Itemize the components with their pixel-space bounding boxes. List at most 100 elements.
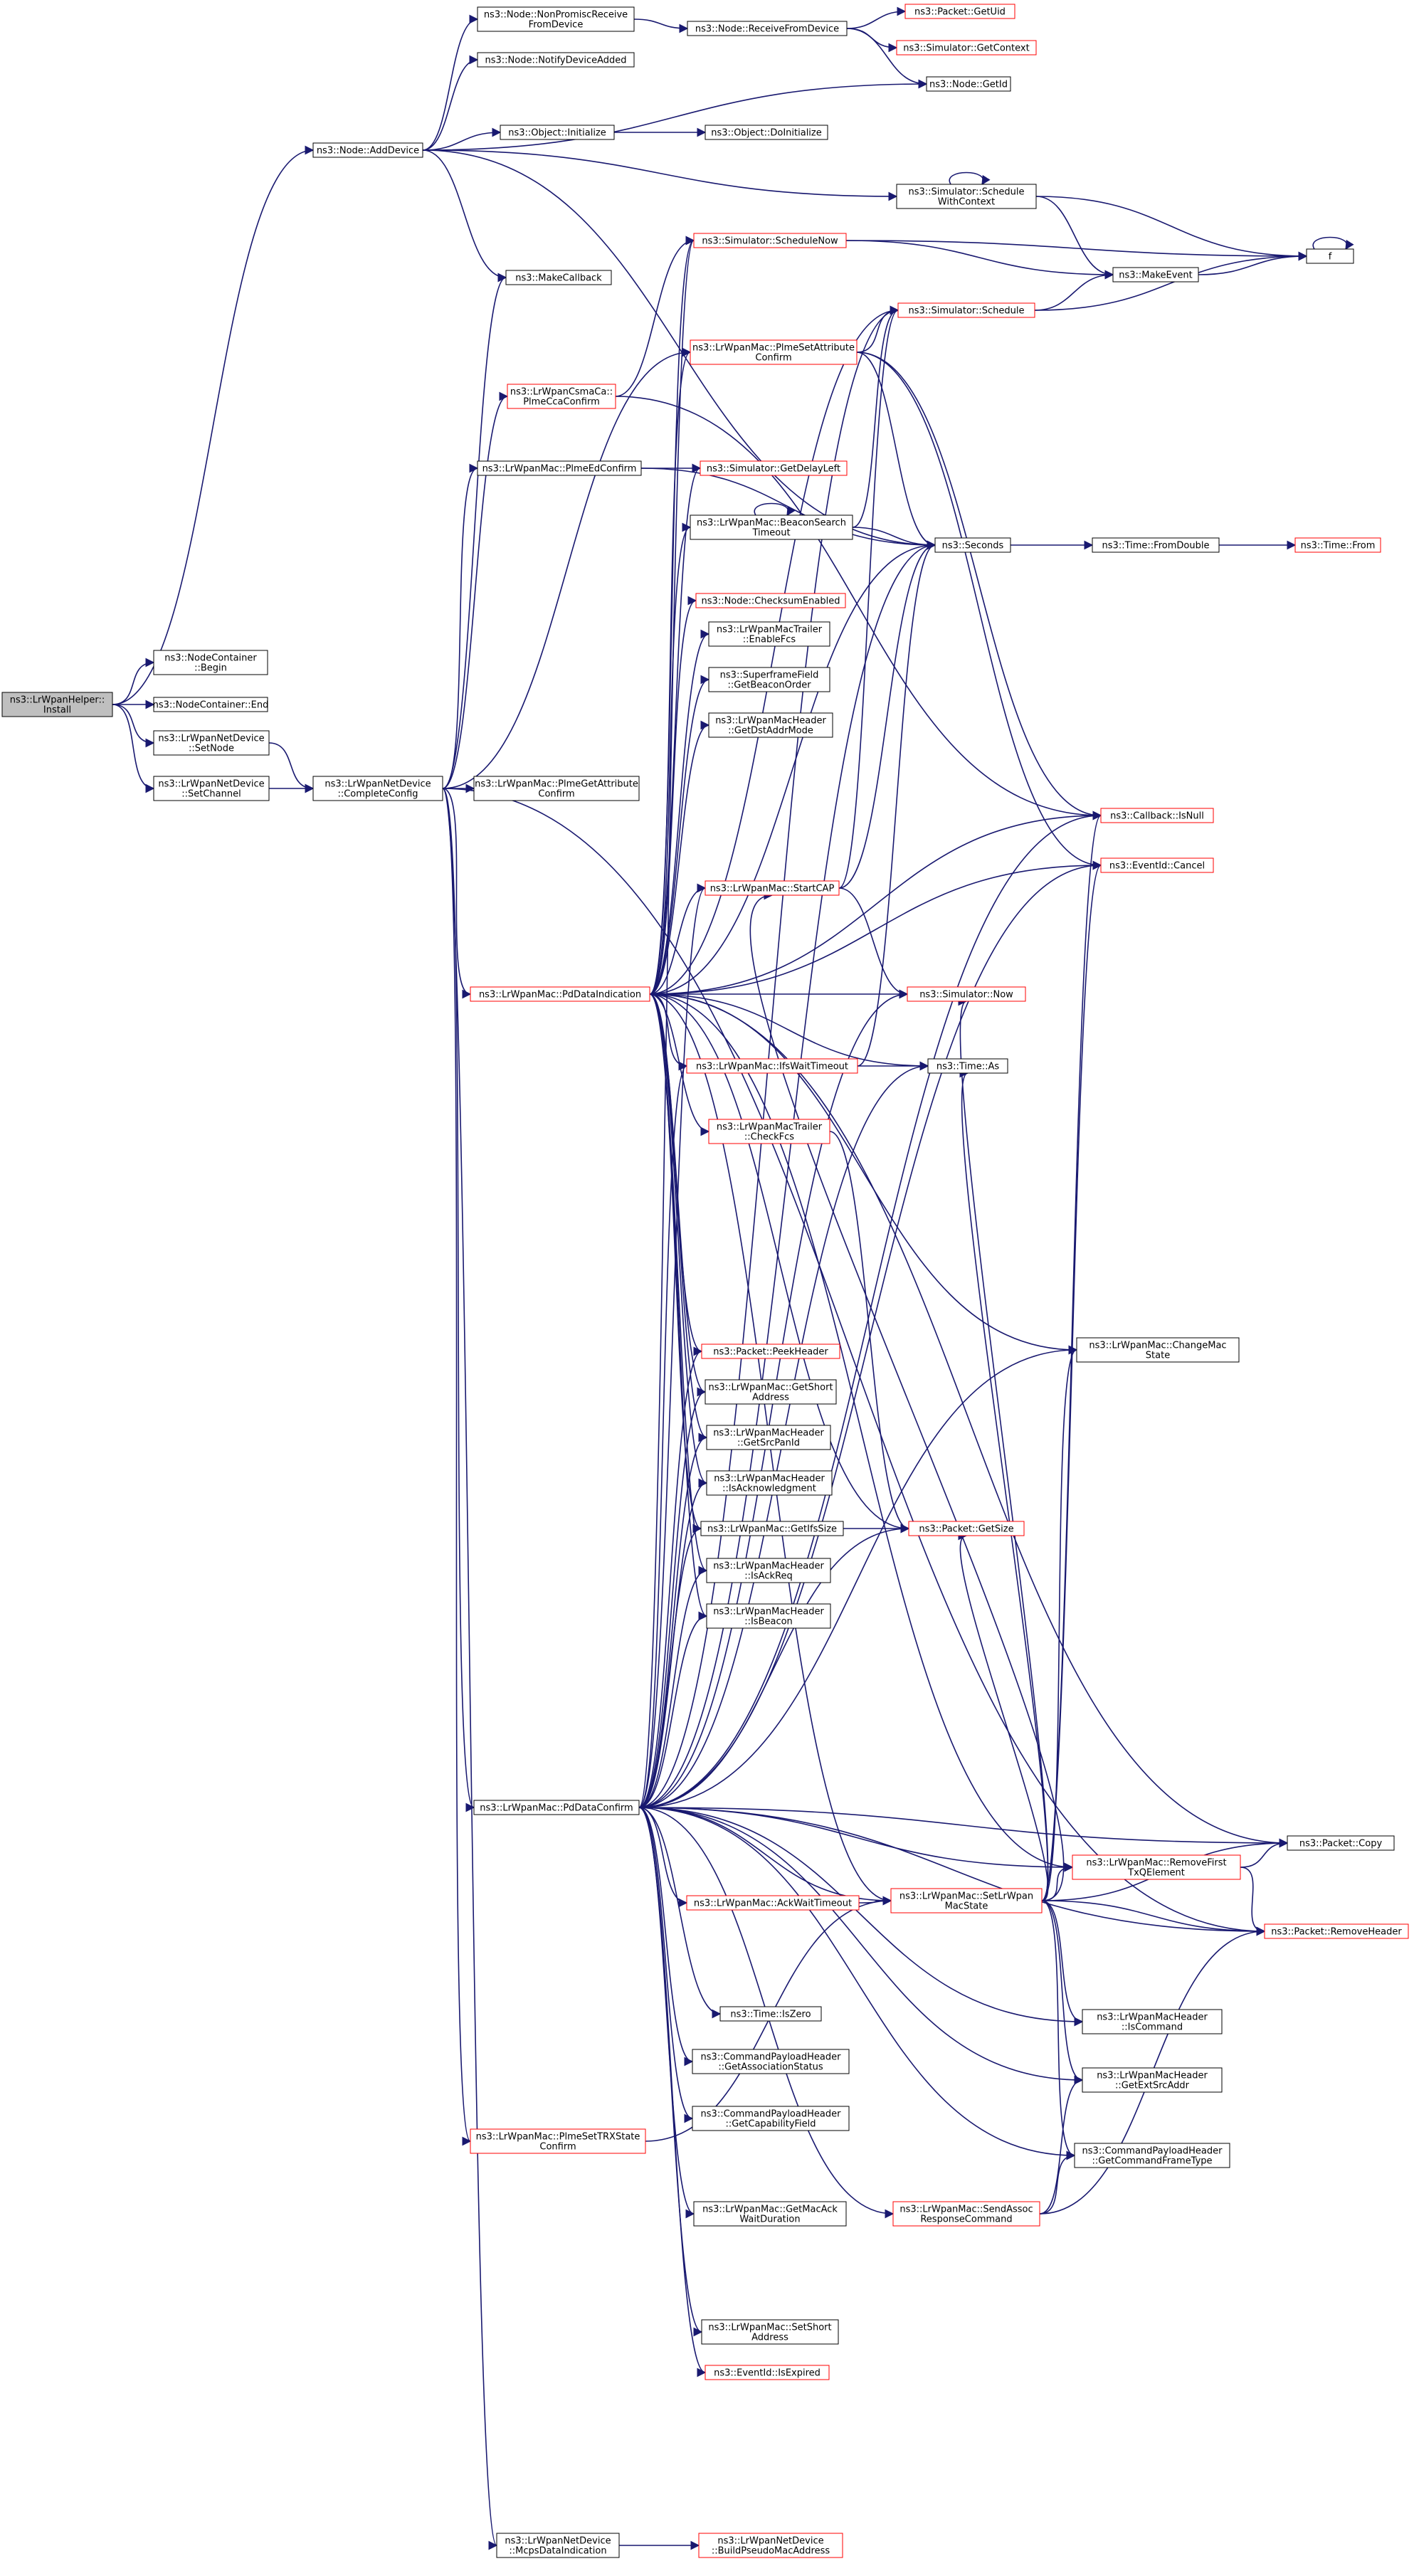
node-csma-plmeccaconfirm[interactable]: ns3::LrWpanCsmaCa::PlmeCcaConfirm (507, 384, 616, 409)
node-sim-schedulenow[interactable]: ns3::Simulator::ScheduleNow (693, 233, 847, 248)
edge-mac-pddataconfirm-to-mac-changemacstate (638, 1345, 1078, 1808)
node-cmd-getassocstatus[interactable]: ns3::CommandPayloadHeader::GetAssociatio… (692, 2049, 850, 2074)
node-eventid-cancel[interactable]: ns3::EventId::Cancel (1100, 857, 1214, 873)
node-eventid-isexpired[interactable]: ns3::EventId::IsExpired (705, 2365, 830, 2380)
node-header-getsrcpanid[interactable]: ns3::LrWpanMacHeader::GetSrcPanId (706, 1425, 831, 1450)
edge-root-to-nd-setchannel (112, 704, 155, 793)
node-box (1076, 1337, 1240, 1363)
node-label: ::IsCommand (1122, 2022, 1183, 2033)
node-mac-pddataconfirm[interactable]: ns3::LrWpanMac::PdDataConfirm (473, 1800, 640, 1815)
node-cmd-getcommandframetype[interactable]: ns3::CommandPayloadHeader::GetCommandFra… (1074, 2143, 1230, 2168)
node-nd-mcpsdataindication[interactable]: ns3::LrWpanNetDevice::McpsDataIndication (496, 2533, 620, 2558)
node-mac-ifswaittimeout[interactable]: ns3::LrWpanMac::IfsWaitTimeout (686, 1058, 858, 1074)
node-sim-getcontext[interactable]: ns3::Simulator::GetContext (896, 40, 1037, 56)
node-root[interactable]: ns3::LrWpanHelper::Install (1, 692, 113, 717)
node-label: f (1329, 252, 1332, 263)
edge-sim-schedule-to-makeevent (1034, 270, 1114, 311)
node-label: ns3::Callback::IsNull (1110, 811, 1204, 822)
node-box (500, 125, 615, 140)
node-node-receivefromdevice[interactable]: ns3::Node::ReceiveFromDevice (687, 21, 848, 36)
node-sim-now[interactable]: ns3::Simulator::Now (907, 986, 1026, 1002)
edge-mac-startcap-to-sim-schedule (838, 305, 899, 889)
node-packet-getuid[interactable]: ns3::Packet::GetUid (904, 4, 1015, 19)
node-header-getextsrcaddr[interactable]: ns3::LrWpanMacHeader::GetExtSrcAddr (1082, 2067, 1223, 2093)
edge-mac-pddataindication-to-mac-removefirsttxq (649, 993, 1074, 1872)
edge-makeevent-to-f (1198, 251, 1308, 275)
node-label: ns3::LrWpanMac::PlmeSetTRXState (476, 2132, 640, 2143)
node-node-getid[interactable]: ns3::Node::GetId (926, 76, 1011, 92)
node-mac-pddataindication[interactable]: ns3::LrWpanMac::PdDataIndication (470, 986, 650, 1002)
node-header-iscommand[interactable]: ns3::LrWpanMacHeader::IsCommand (1082, 2009, 1223, 2034)
edge-sim-schedulewithcontext-to-sim-schedulewithcontext (949, 171, 991, 186)
edge-mac-plmesetattrconfirm-to-seconds (856, 352, 936, 550)
node-box (1294, 537, 1381, 553)
node-box (706, 1603, 831, 1629)
node-node-adddevice[interactable]: ns3::Node::AddDevice (312, 142, 423, 158)
node-time-as[interactable]: ns3::Time::As (927, 1058, 1008, 1074)
node-packet-copy[interactable]: ns3::Packet::Copy (1287, 1835, 1395, 1851)
node-object-initialize[interactable]: ns3::Object::Initialize (500, 125, 615, 140)
edge-mac-pddataindication-to-node-checksumenabled (649, 596, 697, 995)
node-box (1287, 1835, 1395, 1851)
node-nd-buildpseudomacaddress[interactable]: ns3::LrWpanNetDevice::BuildPseudoMacAddr… (698, 2533, 843, 2558)
node-header-isacknowledgment[interactable]: ns3::LrWpanMacHeader::IsAcknowledgment (706, 1470, 833, 1496)
node-box (470, 2128, 646, 2154)
node-label: ns3::LrWpanNetDevice (505, 2536, 611, 2547)
node-nd-setchannel[interactable]: ns3::LrWpanNetDevice::SetChannel (153, 776, 270, 801)
node-header-isbeacon[interactable]: ns3::LrWpanMacHeader::IsBeacon (706, 1603, 831, 1629)
node-nc-end[interactable]: ns3::NodeContainer::End (153, 697, 269, 712)
node-label: ::GetBeaconOrder (727, 680, 811, 691)
edge-mac-removefirsttxq-to-packet-copy (1240, 1838, 1289, 1868)
node-nd-completeconfig[interactable]: ns3::LrWpanNetDevice::CompleteConfig (312, 776, 443, 801)
node-mac-getifssize[interactable]: ns3::LrWpanMac::GetIfsSize (700, 1521, 844, 1536)
node-makecallback[interactable]: ns3::MakeCallback (505, 270, 612, 285)
node-packet-peekheader[interactable]: ns3::Packet::PeekHeader (701, 1344, 840, 1359)
node-nd-setnode[interactable]: ns3::LrWpanNetDevice::SetNode (153, 730, 270, 756)
node-header-isackreq[interactable]: ns3::LrWpanMacHeader::IsAckReq (706, 1558, 831, 1583)
node-time-iszero[interactable]: ns3::Time::IsZero (719, 2006, 822, 2022)
node-object-doinitialize[interactable]: ns3::Object::DoInitialize (705, 125, 828, 140)
edge-mac-pddataconfirm-to-mac-ifswaittimeout (638, 1061, 688, 1808)
node-mac-ackwaittimeout[interactable]: ns3::LrWpanMac::AckWaitTimeout (686, 1895, 860, 1911)
node-superframe-getbeaconorder[interactable]: ns3::SuperframeField::GetBeaconOrder (708, 667, 830, 692)
node-packet-getsize[interactable]: ns3::Packet::GetSize (908, 1521, 1025, 1536)
node-label: ::McpsDataIndication (509, 2546, 606, 2557)
edge-mac-pddataconfirm-to-mac-getifssize (638, 1524, 702, 1808)
node-trailer-enablefcs[interactable]: ns3::LrWpanMacTrailer::EnableFcs (708, 621, 830, 647)
node-time-from[interactable]: ns3::Time::From (1294, 537, 1381, 553)
node-packet-removeheader[interactable]: ns3::Packet::RemoveHeader (1264, 1923, 1409, 1939)
node-label: ns3::LrWpanMac::BeaconSearch (697, 518, 846, 529)
node-seconds[interactable]: ns3::Seconds (934, 537, 1011, 553)
node-time-fromdouble[interactable]: ns3::Time::FromDouble (1092, 537, 1220, 553)
edge-mac-pddataconfirm-to-eventid-isexpired (638, 1807, 707, 2377)
node-cmd-getcapabilityfield[interactable]: ns3::CommandPayloadHeader::GetCapability… (692, 2106, 850, 2131)
node-nc-begin[interactable]: ns3::NodeContainer::Begin (153, 650, 268, 675)
node-sim-schedule[interactable]: ns3::Simulator::Schedule (897, 302, 1035, 318)
node-box (934, 537, 1011, 553)
edge-trailer-checkfcs-to-packet-getsize (829, 1131, 910, 1534)
node-sim-getdelayleft[interactable]: ns3::Simulator::GetDelayLeft (700, 460, 848, 476)
node-f[interactable]: f (1306, 248, 1354, 264)
node-node-checksumenabled[interactable]: ns3::Node::ChecksumEnabled (695, 593, 846, 608)
node-header-getdstaddrmode[interactable]: ns3::LrWpanMacHeader::GetDstAddrMode (708, 712, 833, 738)
node-mac-startcap[interactable]: ns3::LrWpanMac::StartCAP (705, 880, 840, 896)
node-mac-plmeedconfirm[interactable]: ns3::LrWpanMac::PlmeEdConfirm (477, 460, 642, 476)
node-callback-isnull[interactable]: ns3::Callback::IsNull (1100, 808, 1214, 823)
node-makeevent[interactable]: ns3::MakeEvent (1112, 267, 1199, 283)
node-box (1092, 537, 1220, 553)
node-node-notifydeviceadded[interactable]: ns3::Node::NotifyDeviceAdded (477, 52, 635, 68)
node-trailer-checkfcs[interactable]: ns3::LrWpanMacTrailer::CheckFcs (708, 1119, 830, 1144)
